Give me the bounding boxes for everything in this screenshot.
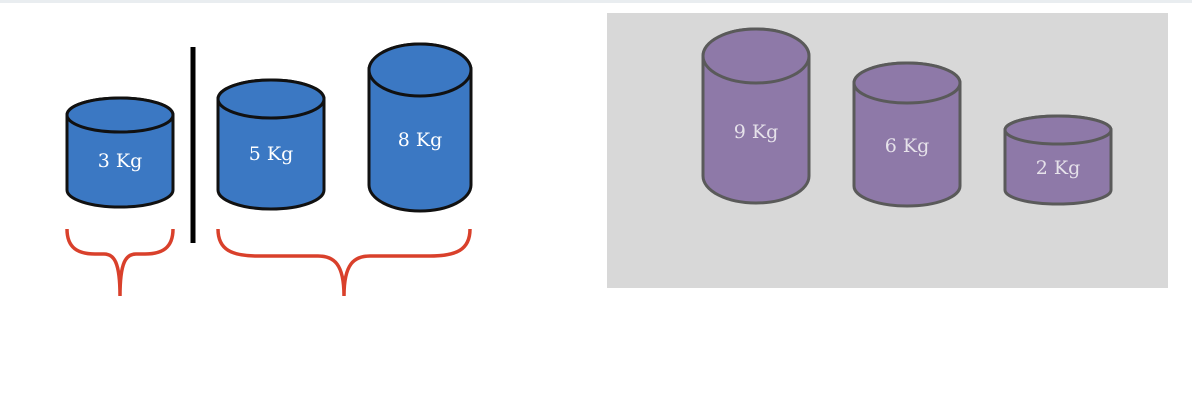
weight-label: 3 Kg (98, 150, 143, 172)
cylinder-6kg: 6 Kg (852, 61, 962, 208)
top-rule (0, 0, 1192, 3)
cylinder-9kg: 9 Kg (701, 27, 811, 205)
brace-left (65, 228, 175, 297)
cylinder-top (216, 78, 326, 120)
cylinder-5kg: 5 Kg (216, 78, 326, 211)
cylinder-top (701, 27, 811, 85)
cylinder-top (1003, 114, 1113, 146)
cylinder-3kg: 3 Kg (65, 96, 175, 209)
brace-right (216, 228, 472, 297)
cylinder-top (367, 42, 473, 98)
weight-label: 8 Kg (398, 129, 443, 151)
cylinder-2kg: 2 Kg (1003, 114, 1113, 206)
weight-label: 5 Kg (249, 143, 294, 165)
weight-label: 2 Kg (1036, 157, 1081, 179)
cylinder-top (65, 96, 175, 134)
weight-label: 6 Kg (885, 135, 930, 157)
cylinder-top (852, 61, 962, 105)
weight-label: 9 Kg (734, 121, 779, 143)
cylinder-8kg: 8 Kg (367, 42, 473, 213)
